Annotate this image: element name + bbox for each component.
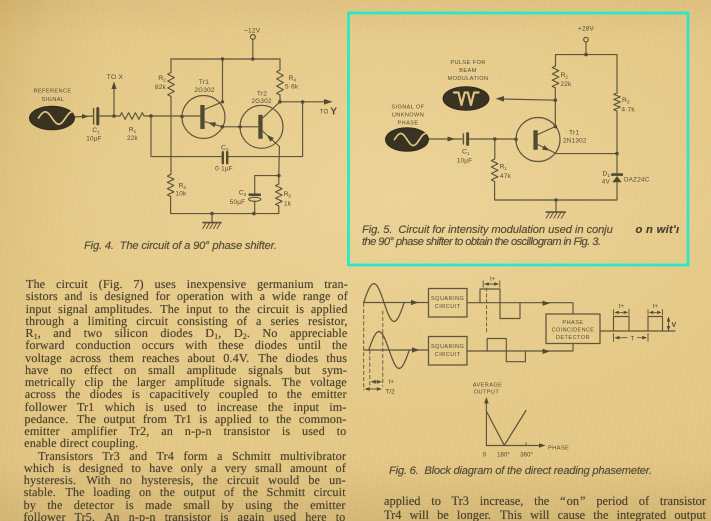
svg-text:Tr1: Tr1 (199, 79, 209, 86)
svg-text:360°: 360° (520, 451, 533, 458)
svg-text:CIRCUIT: CIRCUIT (435, 352, 461, 358)
svg-text:22k: 22k (561, 81, 573, 88)
svg-text:82k: 82k (155, 84, 167, 91)
svg-text:2G302: 2G302 (194, 87, 214, 94)
svg-text:SIGNAL OF: SIGNAL OF (391, 105, 424, 111)
svg-text:TO X: TO X (107, 74, 124, 81)
svg-text:Tr1: Tr1 (569, 130, 579, 137)
svg-text:t+: t+ (490, 276, 496, 283)
svg-text:UNKNOWN: UNKNOWN (392, 113, 424, 119)
svg-text:4·7k: 4·7k (622, 107, 636, 114)
svg-text:MODULATION: MODULATION (448, 76, 489, 82)
svg-text:D1: D1 (603, 171, 611, 179)
svg-text:5·6k: 5·6k (285, 84, 299, 91)
svg-text:0: 0 (483, 451, 487, 458)
svg-text:SIGNAL: SIGNAL (42, 97, 65, 103)
svg-text:PHASE: PHASE (548, 445, 569, 451)
svg-text:DETECTOR: DETECTOR (556, 335, 590, 341)
svg-text:R4: R4 (289, 75, 297, 83)
svg-text:R1: R1 (500, 164, 508, 172)
svg-text:R2: R2 (561, 72, 569, 80)
svg-text:PULSE FOR: PULSE FOR (450, 60, 485, 66)
svg-text:V: V (672, 322, 677, 329)
svg-text:t+: t+ (619, 303, 625, 310)
svg-text:Y: Y (330, 107, 337, 118)
svg-text:OUTPUT: OUTPUT (474, 390, 500, 396)
svg-text:180°: 180° (497, 451, 510, 458)
svg-text:10k: 10k (176, 191, 188, 198)
svg-text:SQUARING: SQUARING (431, 296, 464, 302)
svg-text:R2: R2 (158, 75, 166, 83)
svg-text:CIRCUIT: CIRCUIT (435, 304, 461, 310)
svg-text:TO: TO (320, 109, 329, 116)
svg-text:AVERAGE: AVERAGE (473, 382, 502, 388)
svg-text:t+: t+ (389, 379, 395, 386)
svg-text:4V: 4V (602, 179, 611, 186)
svg-text:0·1µF: 0·1µF (215, 166, 233, 173)
svg-text:SQUARING: SQUARING (431, 344, 464, 350)
svg-text:PHASE: PHASE (562, 320, 583, 326)
svg-text:T: T (630, 336, 634, 343)
svg-text:OAZ24C: OAZ24C (624, 177, 650, 184)
svg-text:Tr2: Tr2 (257, 91, 267, 98)
svg-text:–12V: –12V (244, 28, 261, 35)
svg-text:COINCIDENCE: COINCIDENCE (552, 328, 595, 334)
svg-text:BEAM: BEAM (459, 68, 476, 74)
svg-text:2G302: 2G302 (251, 98, 271, 105)
svg-text:1k: 1k (284, 201, 292, 208)
svg-text:+28V: +28V (578, 26, 594, 33)
svg-text:50µF: 50µF (230, 199, 246, 206)
svg-text:T/2: T/2 (386, 389, 396, 396)
svg-text:C2: C2 (221, 144, 229, 152)
svg-text:R5: R5 (284, 191, 292, 199)
svg-text:10µF: 10µF (86, 135, 102, 142)
svg-text:C3: C3 (239, 190, 247, 198)
svg-text:C1: C1 (92, 127, 100, 135)
svg-text:R3: R3 (179, 183, 187, 191)
svg-text:10µF: 10µF (457, 158, 473, 165)
svg-text:PHASE: PHASE (398, 121, 419, 127)
svg-text:2N1302: 2N1302 (563, 138, 587, 145)
svg-text:t+: t+ (653, 303, 659, 310)
svg-text:REFERENCE: REFERENCE (33, 89, 71, 95)
svg-text:C1: C1 (462, 149, 470, 157)
svg-text:R1: R1 (129, 127, 137, 135)
svg-text:22k: 22k (127, 135, 139, 142)
svg-text:47k: 47k (500, 173, 512, 180)
svg-text:R3: R3 (622, 97, 630, 105)
